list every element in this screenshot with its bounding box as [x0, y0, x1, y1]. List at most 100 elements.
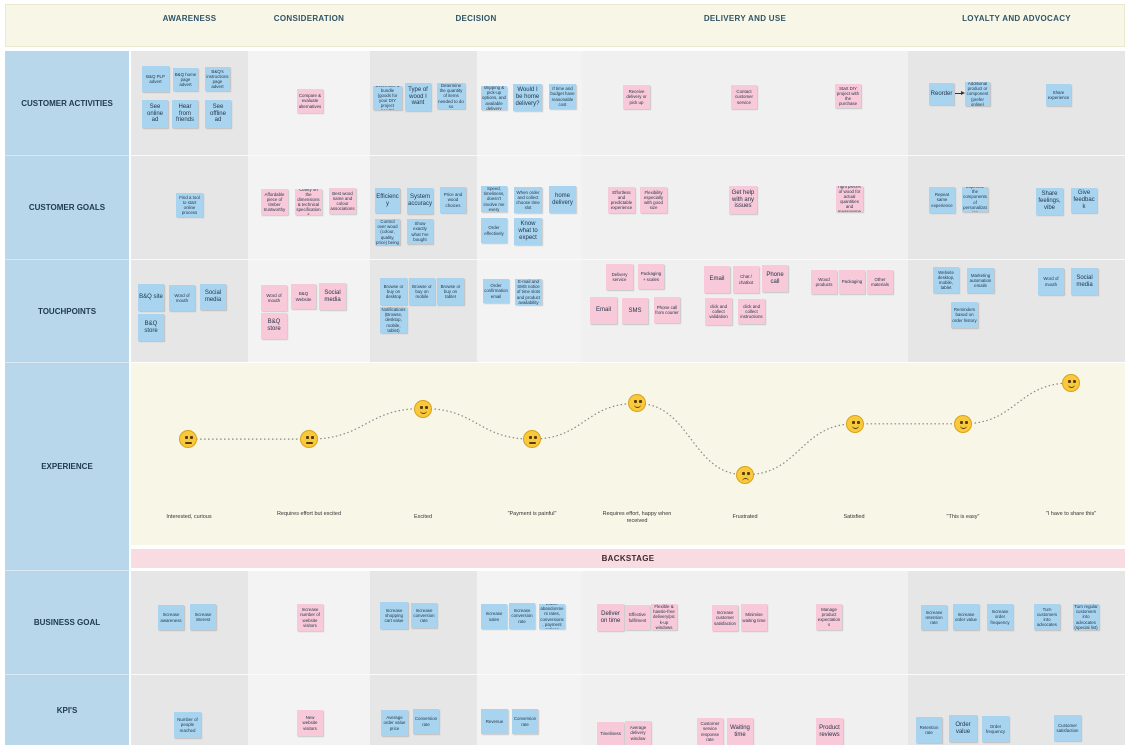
sticky-note[interactable]: B&Q home page advert — [173, 68, 198, 91]
sticky-note[interactable]: Control over wood (colour, quality, pric… — [375, 219, 400, 245]
sticky-note[interactable]: Increase customer satisfaction — [712, 605, 738, 631]
sticky-note[interactable]: Price and wood choices — [440, 187, 466, 213]
sticky-note[interactable]: Increase interest — [190, 604, 216, 630]
sticky-note[interactable]: home delivery — [549, 186, 576, 213]
sticky-note[interactable]: Increase conversion rate — [411, 603, 437, 628]
sticky-note[interactable]: Show exactly what I've bought — [407, 219, 433, 244]
sticky-note[interactable]: Increase awareness — [158, 605, 184, 630]
sticky-note[interactable]: Speed, timeliness, doesn't involve me ev… — [481, 186, 507, 212]
sticky-note[interactable]: Flexibility especially with good size — [640, 187, 667, 213]
sticky-note[interactable]: Effortless and predictable experience — [608, 187, 635, 213]
sticky-note[interactable]: Packaging + scales — [638, 264, 664, 289]
sticky-note[interactable]: Increase order frequency — [987, 604, 1013, 630]
sticky-note[interactable]: Retention rate — [916, 717, 942, 743]
sticky-note[interactable]: Increase conversion rate — [509, 603, 535, 629]
sticky-note[interactable]: See online ad — [142, 100, 168, 128]
sticky-note[interactable]: Compare shipping & pick-up options, and … — [481, 86, 507, 110]
sticky-note[interactable]: Flexible & hassle-free delivery/pick-up … — [651, 604, 677, 630]
sticky-note[interactable]: E-mail and SMS notice of time slots and … — [515, 279, 542, 305]
sticky-note[interactable]: Website desktop, mobile, tablet — [933, 267, 959, 293]
sticky-note[interactable]: Expertise the components of personalizat… — [962, 187, 988, 212]
sticky-note[interactable]: Efficiency — [375, 188, 400, 213]
sticky-note[interactable]: SMS — [622, 298, 648, 324]
sticky-note[interactable]: Minimise waiting time — [741, 604, 767, 631]
sticky-note[interactable]: Email — [590, 297, 617, 324]
sticky-note[interactable]: Manage product expectations — [816, 604, 842, 630]
sticky-note[interactable]: B&Q PLP advert — [142, 66, 169, 92]
sticky-note[interactable]: Increase sales — [481, 604, 507, 629]
sticky-note[interactable]: Share experience — [1046, 84, 1071, 106]
sticky-note[interactable]: Browse or buy on mobile — [409, 278, 435, 305]
sticky-note[interactable]: Order value — [949, 715, 977, 742]
sticky-note[interactable]: Word of mouth — [169, 285, 195, 311]
sticky-note[interactable]: Chat / chatbot — [733, 266, 759, 293]
sticky-note[interactable]: B&Q store — [138, 314, 164, 341]
sticky-note[interactable]: Repeat same experience — [929, 187, 955, 213]
sticky-note[interactable]: Phone call from courier — [654, 297, 680, 323]
sticky-note[interactable]: Marketing automation emails — [967, 268, 994, 293]
sticky-note[interactable]: Start DIY project with the purchase — [835, 84, 861, 108]
sticky-note[interactable]: Phone call — [762, 265, 788, 292]
sticky-note[interactable]: Deliver on time — [597, 604, 624, 631]
sticky-note[interactable]: Browse or buy on desktop — [380, 278, 407, 305]
sticky-note[interactable]: Average delivery window — [625, 721, 651, 745]
sticky-note[interactable]: Social media — [200, 284, 226, 310]
sticky-note[interactable]: When order and collect choose time slot — [514, 187, 542, 213]
sticky-note[interactable]: Turn customers into advocates — [1034, 604, 1060, 630]
sticky-note[interactable]: System accuracy — [407, 188, 433, 214]
sticky-note[interactable]: Increase shopping cart value — [380, 602, 408, 629]
sticky-note[interactable]: See offline ad — [205, 100, 231, 128]
sticky-note[interactable]: Average order value price — [381, 710, 408, 736]
sticky-note[interactable]: Customer service response rate — [697, 718, 723, 745]
sticky-note[interactable]: Receive delivery or pick up — [623, 85, 650, 109]
sticky-note[interactable]: Order confirmation email — [483, 279, 509, 303]
sticky-note[interactable]: Meet the right pieces of wood for actual… — [836, 186, 863, 212]
sticky-note[interactable]: Increase order value — [953, 604, 979, 630]
sticky-note[interactable]: Customer satisfaction — [1054, 715, 1081, 741]
sticky-note[interactable]: Additional product or component (prefer … — [965, 82, 990, 106]
sticky-note[interactable]: Would I be home delivery? — [513, 84, 542, 111]
sticky-note[interactable]: Give feedback — [1071, 188, 1097, 213]
sticky-note[interactable]: Order effectively — [481, 218, 507, 243]
sticky-note[interactable]: Affordable piece of timber trustworthy — [261, 189, 288, 215]
sticky-note[interactable]: Reorder — [929, 83, 954, 105]
sticky-note[interactable]: Share feelings, vibe — [1036, 188, 1063, 215]
sticky-note[interactable]: Email — [704, 266, 730, 293]
sticky-note[interactable]: B&Q Website — [291, 284, 316, 309]
sticky-note[interactable]: Know what to expect — [514, 218, 542, 245]
sticky-note[interactable]: Product reviews — [816, 718, 843, 745]
sticky-note[interactable]: Turn regular customers into advocates (s… — [1073, 604, 1099, 630]
sticky-note[interactable]: Word of mouth — [261, 285, 287, 311]
sticky-note[interactable]: Conversion rate — [512, 709, 538, 734]
sticky-note[interactable]: Waiting time — [727, 718, 753, 745]
sticky-note[interactable]: Clarity on the dimensions & technical sp… — [295, 189, 322, 215]
sticky-note[interactable]: Compare & evaluate alternatives — [297, 89, 323, 113]
sticky-note[interactable]: Increase retention rate — [921, 605, 947, 630]
sticky-note[interactable]: click and collect validation — [705, 298, 732, 325]
sticky-note[interactable]: Wood products — [811, 270, 837, 294]
sticky-note[interactable]: Word of mouth — [1038, 268, 1064, 295]
sticky-note[interactable]: Best wood name and colour associations — [329, 188, 356, 214]
sticky-note[interactable]: Determine the quantity of items needed t… — [437, 83, 465, 109]
sticky-note[interactable]: Revenue — [481, 709, 508, 734]
sticky-note[interactable]: Other materials — [867, 270, 893, 294]
sticky-note[interactable]: Social media — [319, 283, 346, 310]
sticky-note[interactable]: Type of wood I want — [405, 83, 431, 111]
sticky-note[interactable]: Lower abandonment rates, conversions, pa… — [539, 604, 565, 629]
sticky-note[interactable]: Get help with any issues — [729, 186, 757, 214]
sticky-note[interactable]: B&Q site — [138, 284, 164, 311]
sticky-note[interactable]: If time and budget have reasonable cost — [549, 84, 576, 109]
sticky-note[interactable]: Reminders based on order history — [951, 302, 978, 328]
sticky-note[interactable]: Effective fulfilment — [625, 605, 650, 630]
sticky-note[interactable]: Increase number of website visitors — [297, 604, 323, 631]
sticky-note[interactable]: Notifications (Browse, desktop, mobile, … — [380, 307, 407, 333]
sticky-note[interactable]: Conversion rate — [413, 709, 439, 734]
sticky-note[interactable]: Find a tool to start online process — [176, 193, 203, 217]
sticky-note[interactable]: click and collect instructions — [738, 299, 765, 324]
sticky-note[interactable]: B&Q store — [261, 313, 287, 339]
sticky-note[interactable]: New website visitors — [297, 710, 323, 736]
sticky-note[interactable]: B&Q's instructions page advert — [205, 67, 230, 91]
sticky-note[interactable]: Hear from friends — [172, 100, 198, 128]
sticky-note[interactable]: Timeliness — [597, 722, 624, 745]
sticky-note[interactable]: Packaging — [839, 270, 865, 294]
